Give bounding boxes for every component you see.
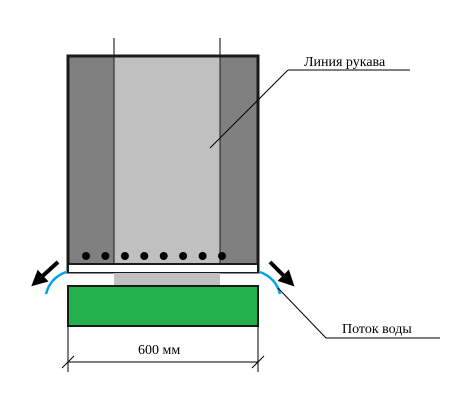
column-core xyxy=(114,56,220,264)
dimension-tick-left xyxy=(61,355,75,369)
rebar-dot xyxy=(101,252,110,260)
column-bottom-band xyxy=(69,264,257,272)
rebar-dot xyxy=(140,252,149,260)
rebar-dots xyxy=(82,252,226,260)
rebar-dot xyxy=(218,252,226,260)
water-flow-label: Поток воды xyxy=(342,322,412,337)
sleeve-line-label: Линия рукава xyxy=(304,55,386,70)
sleeve-line-leader xyxy=(209,69,289,149)
core-gap xyxy=(114,273,220,286)
column-right-wall xyxy=(220,56,258,264)
rebar-dot xyxy=(179,252,188,260)
water-arc-left xyxy=(44,270,67,295)
rebar-dot xyxy=(82,252,90,260)
water-flow-arrow-left-icon xyxy=(31,260,60,287)
rebar-dot xyxy=(198,252,207,260)
width-dimension-label: 600 мм xyxy=(138,343,180,358)
green-slab xyxy=(67,285,259,327)
dimension-tick-right xyxy=(251,355,265,369)
column-left-wall xyxy=(68,56,114,264)
water-flow-leader xyxy=(277,287,327,339)
water-flow-arrow-right-icon xyxy=(268,260,295,287)
water-arc-right xyxy=(259,270,282,295)
rebar-dot xyxy=(159,252,168,260)
rebar-dot xyxy=(120,252,129,260)
